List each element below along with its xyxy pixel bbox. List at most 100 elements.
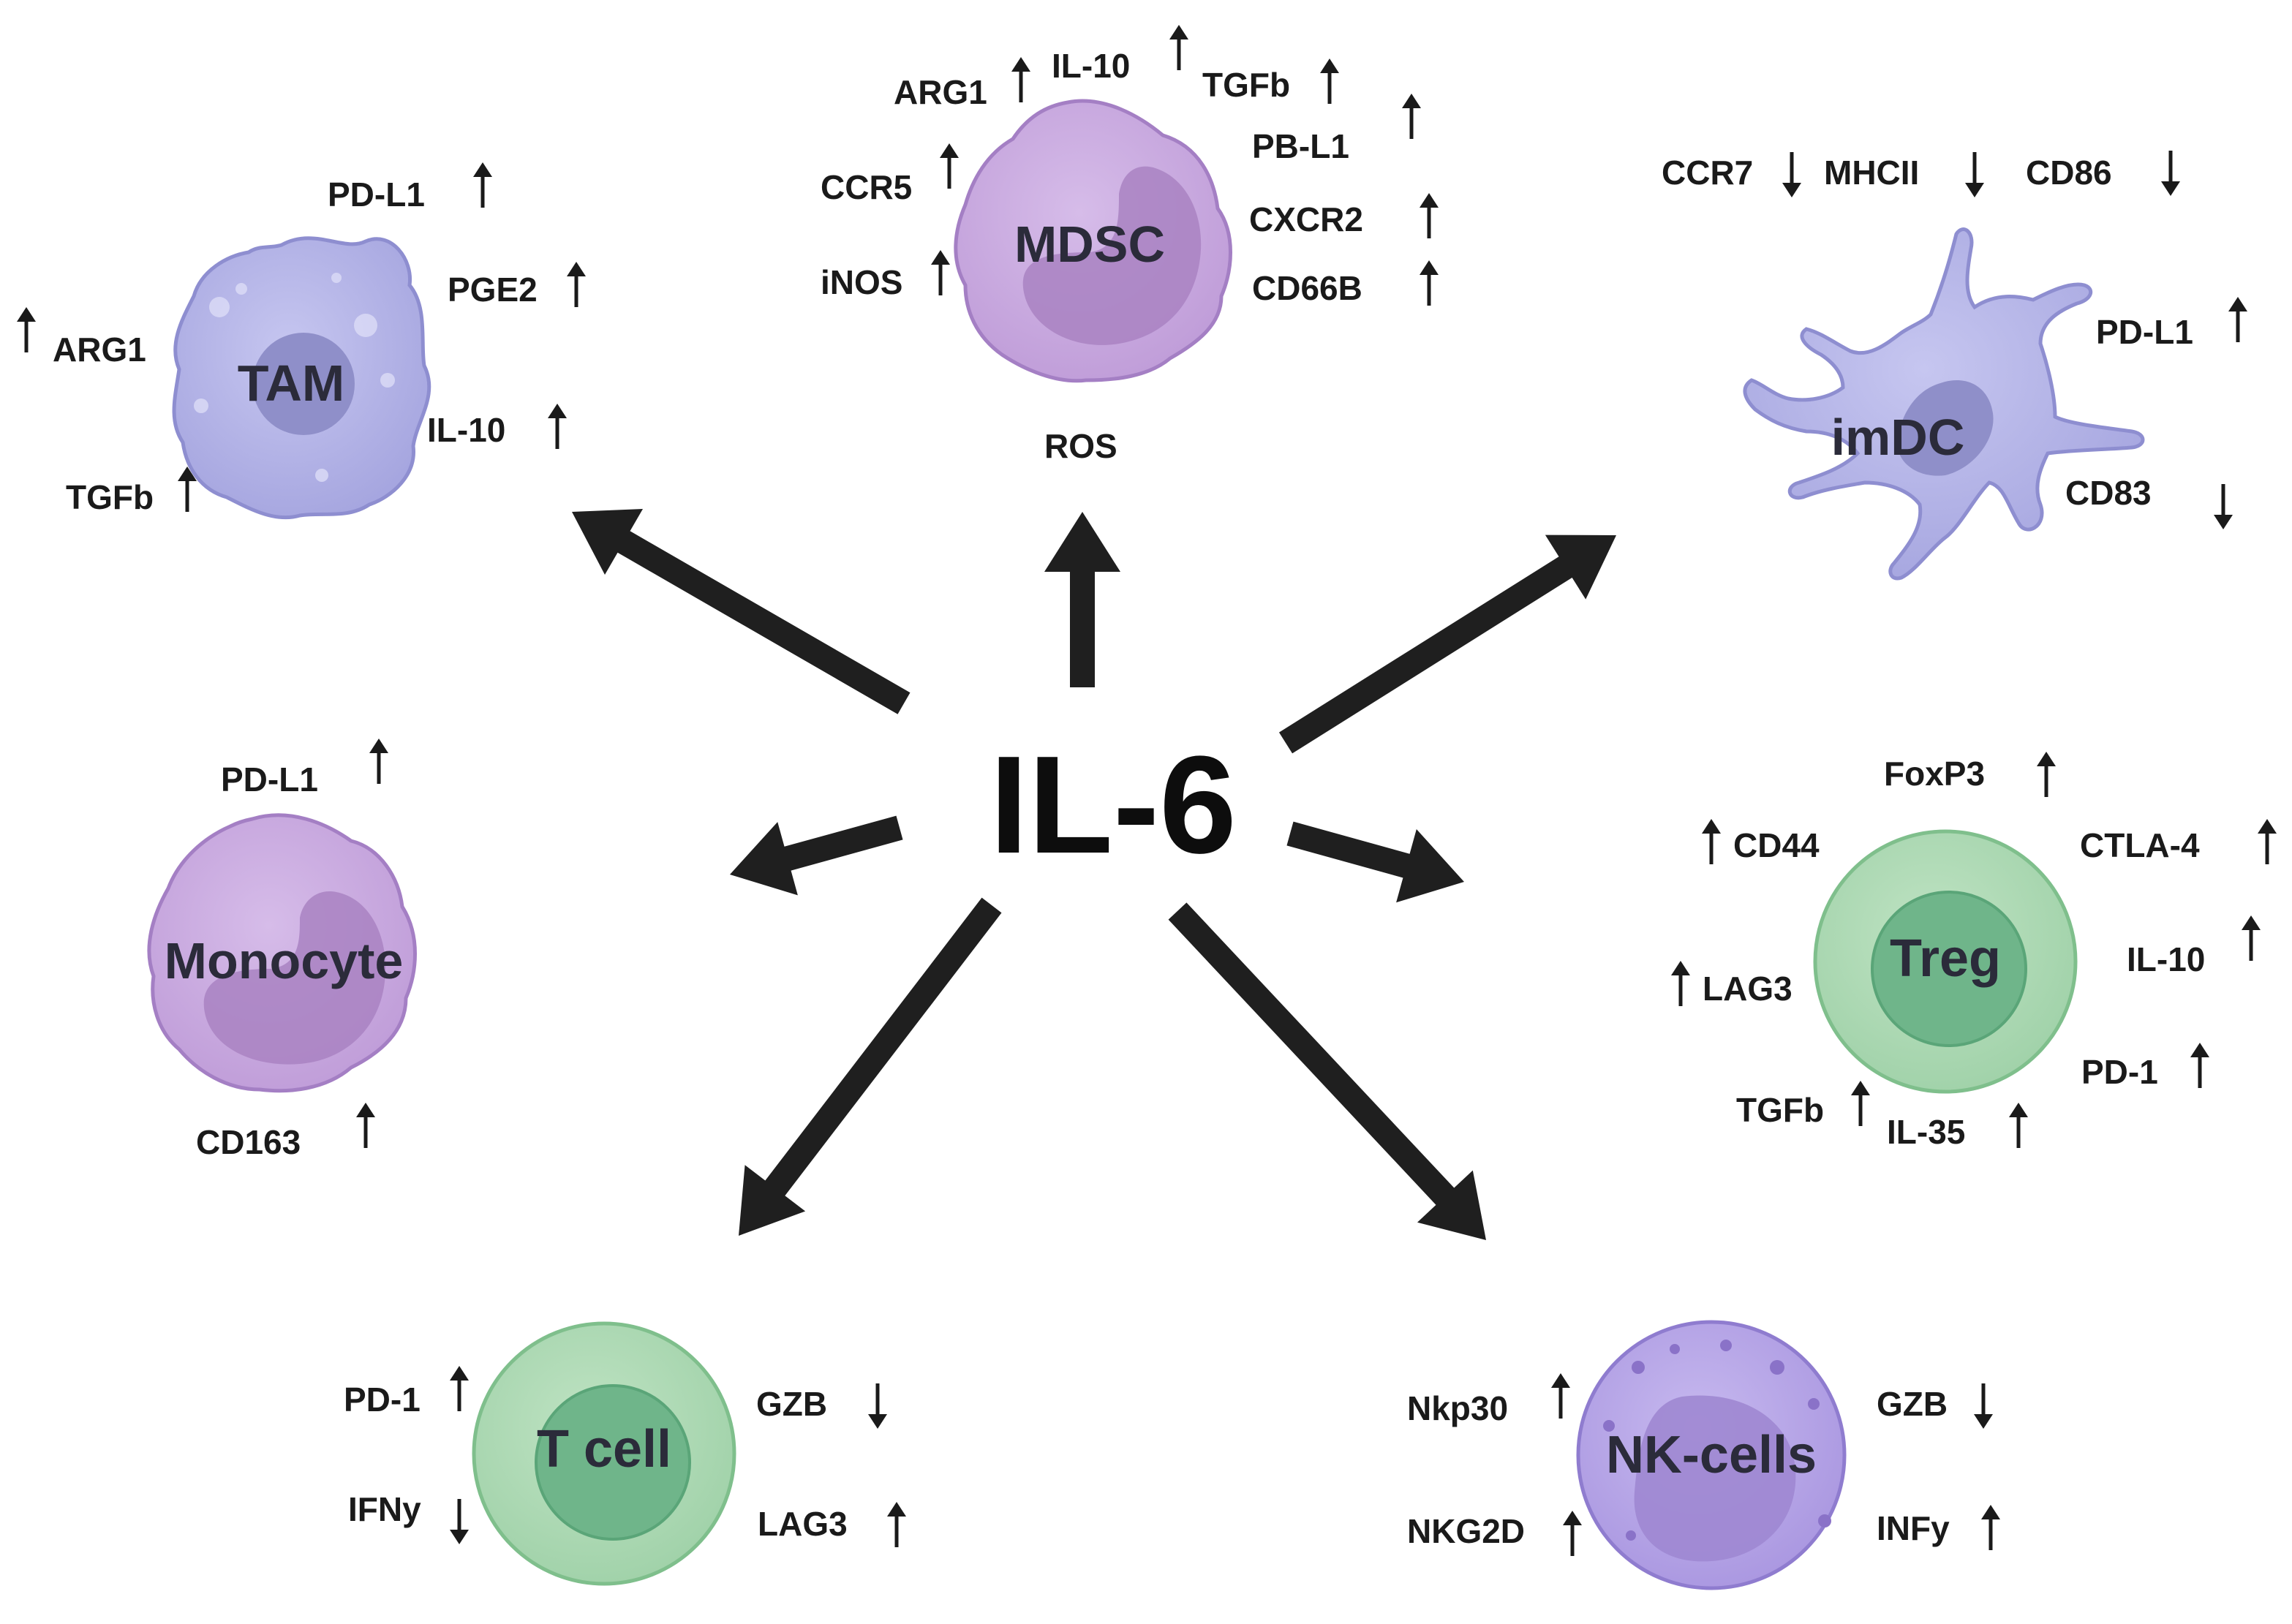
treg-marker-il-35: IL-35 — [1887, 1113, 1965, 1151]
monocyte-up-arrow-icon — [356, 1103, 375, 1148]
treg-up-arrow-icon — [1702, 819, 1721, 864]
arrow-to-treg — [1286, 821, 1464, 903]
mdsc-marker-inos: iNOS — [821, 263, 902, 301]
tam-up-arrow-icon — [178, 467, 197, 512]
treg-nucleus — [1871, 891, 2027, 1047]
tam-marker-pd-l1: PD-L1 — [328, 175, 425, 214]
imdc-down-arrow-icon — [2161, 151, 2180, 196]
imdc-down-arrow-icon — [1782, 152, 1801, 197]
tam-up-arrow-icon — [17, 307, 36, 352]
tcell-up-arrow-icon — [887, 1502, 906, 1547]
mdsc-marker-pb-l1: PB-L1 — [1252, 127, 1349, 165]
monocyte-nucleus — [203, 891, 386, 1065]
monocyte-marker-pd-l1: PD-L1 — [221, 760, 318, 798]
mdsc-up-arrow-icon — [1402, 94, 1421, 139]
nk-marker-gzb: GZB — [1877, 1385, 1948, 1423]
tcell-label: T cell — [537, 1420, 671, 1478]
mdsc-nucleus — [1022, 166, 1202, 345]
mdsc-marker-tgfb: TGFb — [1202, 66, 1290, 104]
tam-marker-il-10: IL-10 — [427, 411, 505, 449]
treg-marker-lag3: LAG3 — [1703, 970, 1792, 1008]
imdc-label: imDC — [1831, 409, 1965, 466]
mdsc-marker-arg1: ARG1 — [894, 73, 987, 111]
nk-marker-nkp30: Nkp30 — [1407, 1389, 1508, 1427]
imdc-cell: imDC — [1743, 227, 2145, 581]
nk-cell: NK-cells — [1576, 1320, 1847, 1590]
treg-up-arrow-icon — [2242, 915, 2261, 961]
imdc-down-arrow-icon — [2214, 484, 2233, 529]
arrow-to-tam — [572, 508, 911, 714]
tam-up-arrow-icon — [473, 162, 492, 208]
imdc-down-arrow-icon — [1965, 152, 1984, 197]
treg-up-arrow-icon — [2037, 752, 2056, 797]
imdc-marker-mhcii: MHCII — [1824, 154, 1919, 192]
mdsc-label: MDSC — [1014, 216, 1165, 273]
treg-marker-cd44: CD44 — [1733, 826, 1820, 864]
nk-label: NK-cells — [1606, 1426, 1817, 1484]
tam-label: TAM — [238, 355, 344, 412]
nk-up-arrow-icon — [1981, 1505, 2000, 1550]
arrow-to-imdc — [1278, 535, 1616, 754]
center-label: IL-6 — [989, 728, 1237, 883]
treg-up-arrow-icon — [2190, 1043, 2209, 1088]
imdc-marker-cd86: CD86 — [2026, 154, 2112, 192]
treg-up-arrow-icon — [1671, 961, 1690, 1006]
mdsc-up-arrow-icon — [1169, 25, 1188, 70]
treg-up-arrow-icon — [1851, 1081, 1870, 1126]
treg-up-arrow-icon — [2258, 819, 2277, 864]
tcell-nucleus — [535, 1384, 691, 1541]
tam-up-arrow-icon — [567, 262, 586, 307]
treg-marker-foxp3: FoxP3 — [1884, 755, 1985, 793]
tcell-marker-ifny: IFNy — [348, 1490, 421, 1528]
monocyte-cell: Monocyte — [147, 813, 417, 1093]
tcell-marker-gzb: GZB — [756, 1385, 827, 1423]
nk-up-arrow-icon — [1563, 1511, 1582, 1556]
tcell-down-arrow-icon — [868, 1383, 887, 1429]
imdc-marker-cd83: CD83 — [2065, 474, 2152, 512]
tcell-cell: T cell — [472, 1321, 736, 1586]
mdsc-up-arrow-icon — [931, 250, 950, 295]
mdsc-cell: MDSC — [954, 99, 1232, 383]
monocyte-label: Monocyte — [165, 932, 404, 989]
tam-up-arrow-icon — [548, 404, 567, 449]
tam-marker-pge2: PGE2 — [448, 271, 538, 309]
tcell-down-arrow-icon — [450, 1499, 469, 1544]
regulation-arrows — [17, 25, 2277, 1556]
arrow-to-nk — [1168, 902, 1486, 1240]
imdc-marker-ccr7: CCR7 — [1662, 154, 1753, 192]
mdsc-marker-ros: ROS — [1044, 427, 1117, 465]
mdsc-marker-il-10: IL-10 — [1052, 47, 1130, 85]
nk-marker-nkg2d: NKG2D — [1407, 1512, 1525, 1550]
mdsc-marker-cxcr2: CXCR2 — [1249, 200, 1363, 238]
treg-marker-pd-1: PD-1 — [2081, 1053, 2158, 1091]
tam-marker-tgfb: TGFb — [66, 478, 154, 516]
imdc-marker-pd-l1: PD-L1 — [2096, 313, 2193, 351]
imdc-up-arrow-icon — [2228, 297, 2247, 342]
mdsc-up-arrow-icon — [1011, 57, 1030, 102]
monocyte-marker-cd163: CD163 — [196, 1123, 301, 1161]
mdsc-marker-cd66b: CD66B — [1252, 269, 1362, 307]
treg-up-arrow-icon — [2009, 1103, 2028, 1148]
signal-arrows — [572, 508, 1616, 1240]
treg-marker-il-10: IL-10 — [2127, 940, 2205, 978]
nk-nucleus — [1634, 1395, 1796, 1562]
nk-down-arrow-icon — [1974, 1383, 1993, 1429]
treg-marker-ctla-4: CTLA-4 — [2080, 826, 2200, 864]
mdsc-marker-ccr5: CCR5 — [821, 168, 912, 206]
arrow-to-monocyte — [730, 815, 903, 896]
mdsc-up-arrow-icon — [940, 143, 959, 189]
tcell-marker-lag3: LAG3 — [758, 1505, 848, 1543]
treg-cell: Treg — [1813, 829, 2078, 1094]
tam-cell: TAM — [172, 236, 431, 520]
tcell-up-arrow-icon — [450, 1366, 469, 1411]
treg-marker-tgfb: TGFb — [1736, 1091, 1824, 1129]
mdsc-up-arrow-icon — [1420, 193, 1439, 238]
arrow-to-tcell — [739, 897, 1002, 1236]
imdc-nucleus — [1897, 379, 1994, 476]
arrow-to-mdsc — [1044, 512, 1120, 687]
tam-marker-arg1: ARG1 — [53, 331, 146, 369]
mdsc-up-arrow-icon — [1320, 58, 1339, 104]
treg-label: Treg — [1890, 929, 2001, 988]
mdsc-up-arrow-icon — [1420, 260, 1439, 306]
